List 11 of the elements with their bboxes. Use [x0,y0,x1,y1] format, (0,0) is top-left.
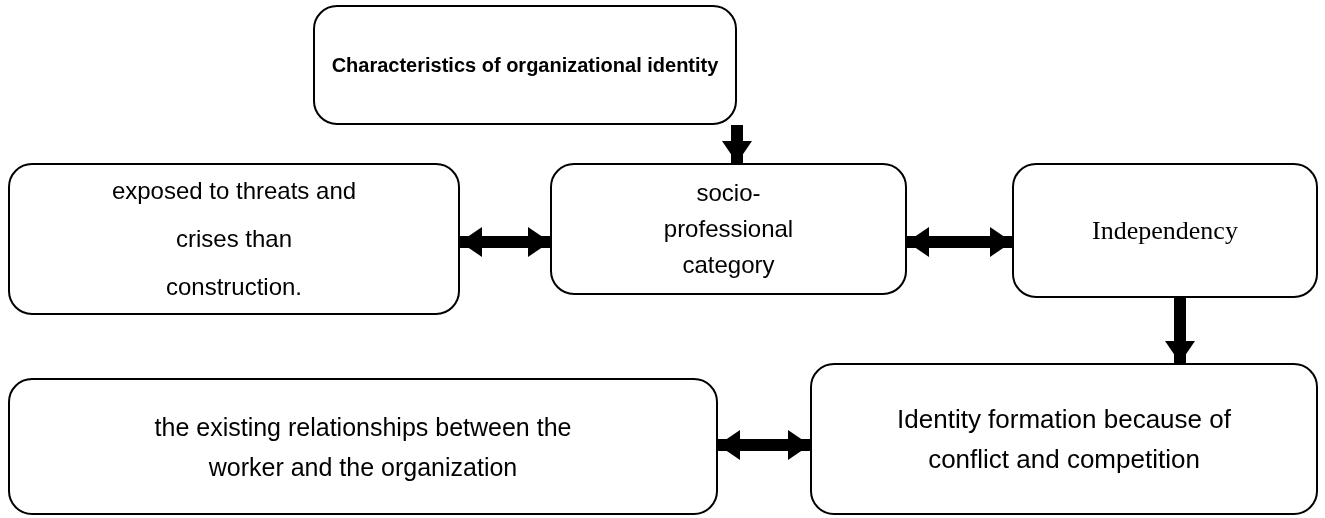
arrow [907,227,1012,257]
rounded-box: Identity formation because of conflict and competition [810,363,1318,515]
arrow [722,125,752,163]
arrow [718,430,810,460]
rounded-box: exposed to threats and crises than construction. [8,163,460,315]
arrow [460,227,550,257]
rounded-box: the existing relationships between the worker and the organization [8,378,718,515]
rounded-box: Characteristics of organizational identity [313,5,737,125]
arrow [1165,298,1195,363]
rounded-box: Independency [1012,163,1318,298]
rounded-box: socio-professional category [550,163,907,295]
